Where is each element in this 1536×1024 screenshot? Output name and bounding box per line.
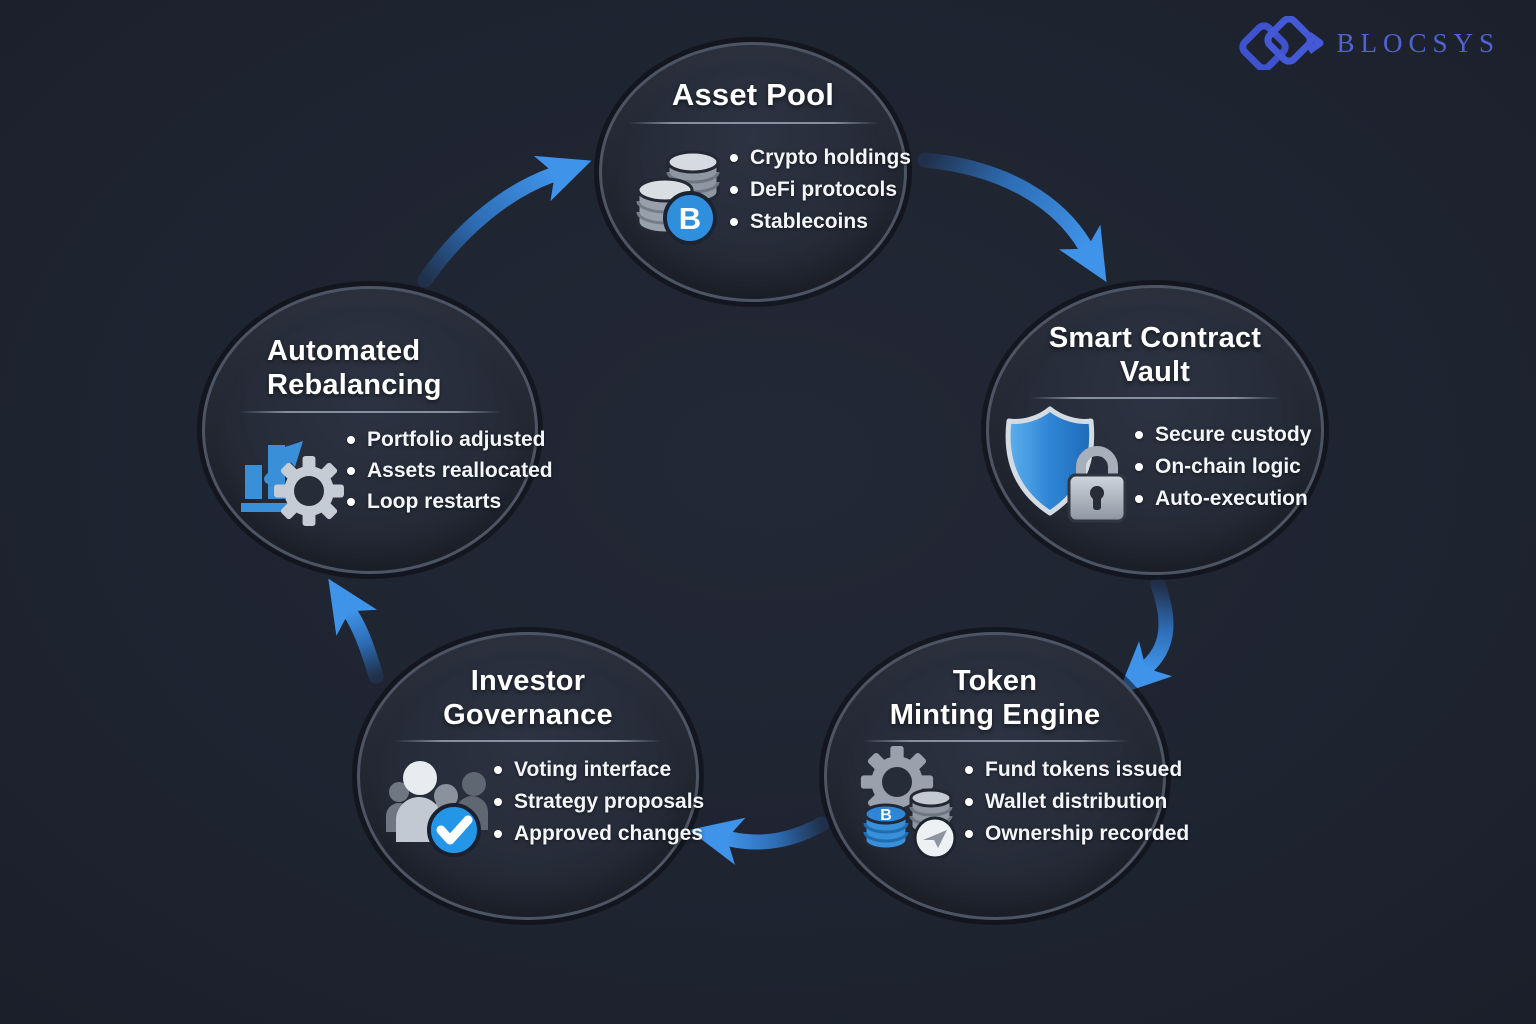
svg-text:B: B xyxy=(679,201,701,236)
shield-lock-icon xyxy=(1003,403,1135,531)
arrow-asset-to-vault xyxy=(917,152,1107,283)
gear-coins-send-icon: B xyxy=(853,746,965,859)
arrow-rebalancing-to-asset xyxy=(417,155,592,288)
brand-name: BLOCSYS xyxy=(1336,27,1500,58)
bullet-list: Secure custody On-chain logic Auto-execu… xyxy=(1135,415,1311,519)
arrow-governance-to-rebalancing xyxy=(328,578,384,684)
people-check-icon xyxy=(382,746,494,858)
divider xyxy=(628,121,878,124)
divider xyxy=(239,411,501,414)
node-title: Asset Pool xyxy=(671,77,835,112)
bullet-list: Voting interface Strategy proposals Appr… xyxy=(494,750,704,854)
bullet-list: Crypto holdings DeFi protocols Stablecoi… xyxy=(730,138,911,242)
bar-chart-gear-icon xyxy=(235,415,347,527)
blocsys-logo-icon xyxy=(1239,16,1324,70)
arrow-vault-to-minting xyxy=(1117,577,1174,695)
divider xyxy=(862,740,1128,743)
divider xyxy=(1030,397,1280,400)
bullet-list: Fund tokens issued Wallet distribution O… xyxy=(965,750,1189,854)
svg-text:B: B xyxy=(880,807,892,824)
bullet-list: Portfolio adjusted Assets reallocated Lo… xyxy=(347,421,553,521)
arrow-minting-to-governance xyxy=(688,816,830,865)
node-asset-pool: Asset Pool B Cryp xyxy=(599,42,911,302)
brand-logo: BLOCSYS xyxy=(1234,16,1500,70)
divider xyxy=(395,740,661,743)
coin-stack-bitcoin-icon: B xyxy=(630,132,730,248)
